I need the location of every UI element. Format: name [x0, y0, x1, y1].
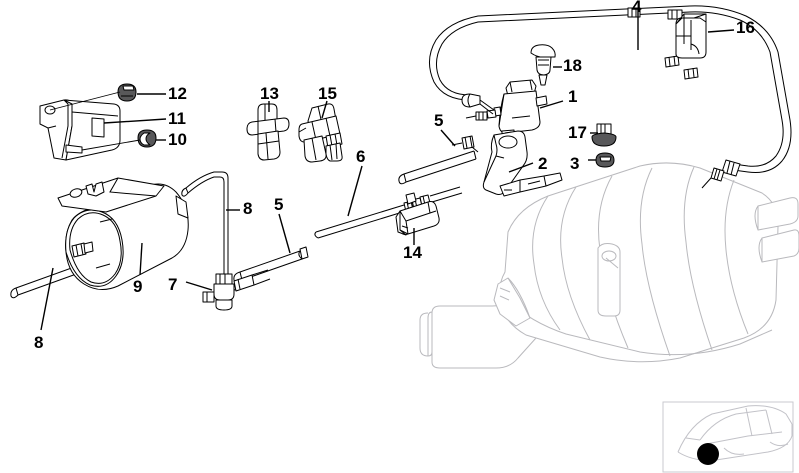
- vehicle-location-thumbnail: [662, 401, 794, 473]
- grommet: [137, 129, 157, 148]
- callout-label-2: 2: [538, 154, 548, 173]
- hose-clip: [395, 201, 440, 236]
- valve-bracket: [482, 130, 563, 197]
- breather-valve: [465, 79, 548, 146]
- callout-label-1: 1: [568, 87, 578, 106]
- callout-label-15: 15: [318, 84, 337, 103]
- callout-label-8b: 8: [34, 333, 44, 352]
- hex-bolt: [591, 123, 617, 147]
- callout-label-12: 12: [168, 84, 187, 103]
- angled-connector: [298, 103, 343, 163]
- connector-t-piece: [246, 103, 290, 161]
- leader-8b: [40, 267, 54, 331]
- callout-label-5b: 5: [274, 195, 284, 214]
- leader-2: [508, 162, 534, 173]
- callout-label-9: 9: [133, 277, 143, 296]
- mounting-bracket: [39, 91, 141, 161]
- leader-1: [539, 100, 564, 109]
- leader-15: [321, 100, 328, 119]
- callout-label-13: 13: [260, 84, 279, 103]
- vent-hose-section-upper: [398, 135, 479, 185]
- callout-label-10: 10: [168, 130, 187, 149]
- leader-11: [103, 118, 167, 124]
- callout-label-17: 17: [568, 123, 587, 142]
- callout-label-5a: 5: [434, 111, 444, 130]
- callout-label-3: 3: [570, 154, 580, 173]
- callout-label-18: 18: [563, 56, 582, 75]
- vent-pipe: [314, 186, 463, 239]
- leader-16: [707, 29, 735, 33]
- leader-5a: [440, 129, 456, 147]
- callout-label-11: 11: [168, 109, 186, 128]
- callout-label-14: 14: [403, 243, 422, 262]
- callout-label-7: 7: [168, 275, 178, 294]
- expanding-rivet: [530, 44, 556, 86]
- charcoal-canister: [57, 177, 189, 290]
- nut: [595, 152, 615, 168]
- leader-9: [139, 242, 143, 276]
- line-holder: [675, 13, 707, 59]
- callout-label-16: 16: [736, 18, 755, 37]
- callout-label-8a: 8: [243, 199, 253, 218]
- callout-label-6: 6: [356, 147, 366, 166]
- elbow-connector: [202, 269, 271, 311]
- callout-label-4: 4: [632, 0, 642, 16]
- leader-lines: [40, 8, 735, 331]
- leader-5b: [278, 213, 291, 254]
- leader-7: [185, 281, 213, 291]
- rear-muffler-reference: [419, 162, 799, 369]
- bracket-screw: [117, 83, 137, 102]
- leader-6: [347, 165, 363, 217]
